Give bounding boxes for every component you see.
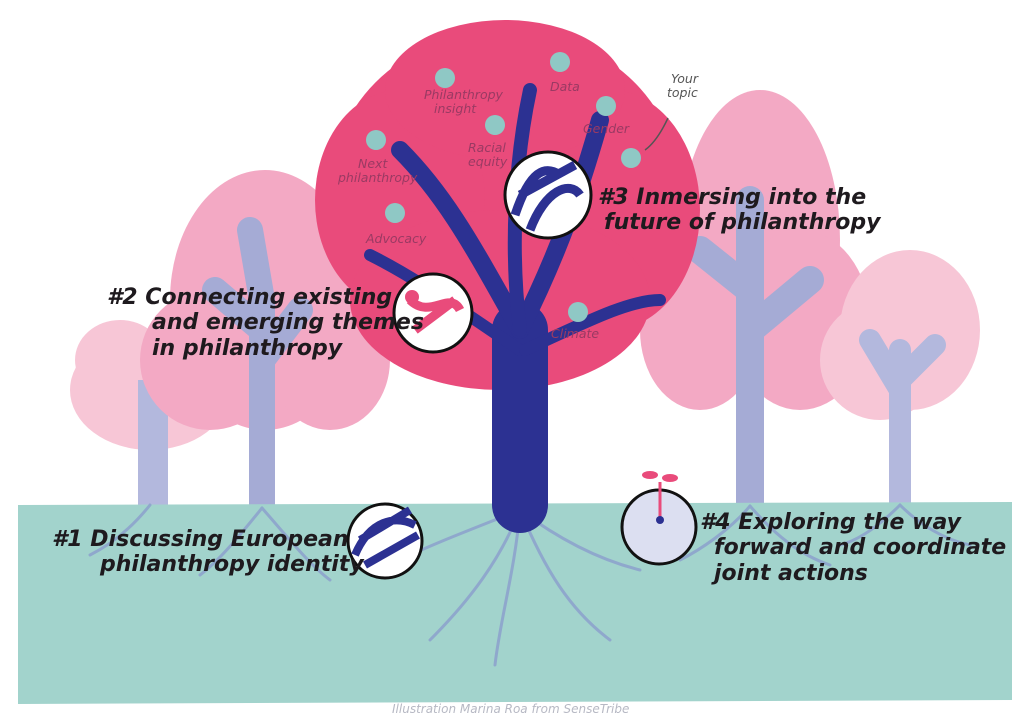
stage-4-line2: forward and coordinate bbox=[714, 535, 1007, 561]
stage-3-label: #3 Inmersing into the future of philanth… bbox=[598, 185, 880, 236]
stage-2-line2: and emerging themes bbox=[152, 310, 424, 336]
stage-2-circle bbox=[392, 272, 474, 354]
topic-your-topic: Your topic bbox=[667, 72, 698, 100]
stage-1-line1: Discussing European bbox=[90, 527, 349, 552]
apples bbox=[366, 52, 641, 322]
stage-4-line1: Exploring the way bbox=[738, 510, 961, 535]
main-tree-trunk bbox=[364, 83, 666, 533]
topic-next-line1: Next bbox=[358, 156, 388, 171]
stage-4-circle bbox=[620, 471, 698, 566]
stage-4-number: #4 bbox=[700, 510, 731, 535]
topic-racial-line1: Racial bbox=[468, 140, 506, 155]
your-topic-arrow bbox=[644, 117, 669, 151]
ground bbox=[18, 502, 1012, 704]
stage-1-number: #1 bbox=[52, 527, 83, 552]
stage-1-label: #1 Discussing European philanthropy iden… bbox=[52, 527, 364, 578]
topic-climate: Climate bbox=[551, 326, 600, 341]
topic-next-line2: philanthropy bbox=[338, 169, 418, 185]
topic-your-line1: Your bbox=[671, 71, 698, 86]
stage-3-number: #3 bbox=[598, 185, 629, 210]
topic-philanthropy-insight: Philanthropy insight bbox=[424, 88, 503, 116]
main-tree-canopy bbox=[315, 20, 700, 390]
topic-racial-line2: equity bbox=[468, 153, 508, 169]
topic-next-philanthropy: Next philanthropy bbox=[338, 157, 417, 185]
topic-advocacy: Advocacy bbox=[366, 231, 427, 246]
stage-4-line3: joint actions bbox=[714, 560, 868, 586]
stage-2-line3: in philanthropy bbox=[152, 335, 343, 361]
background-tree-left bbox=[140, 170, 390, 523]
topic-philanthropy-insight-line1: Philanthropy bbox=[424, 87, 503, 102]
stage-2-number: #2 bbox=[107, 285, 138, 310]
stage-3-line1: Inmersing into the bbox=[636, 185, 867, 210]
topic-gender: Gender bbox=[583, 121, 630, 136]
stage-3-circle bbox=[503, 150, 593, 240]
stage-1-circle bbox=[346, 502, 424, 580]
stage-2-label: #2 Connecting existing and emerging them… bbox=[107, 285, 424, 361]
stage-4-label: #4 Exploring the way forward and coordin… bbox=[700, 510, 1006, 586]
topic-racial-equity: Racial equity bbox=[468, 141, 507, 169]
background-tree-right-far bbox=[820, 250, 980, 521]
topic-philanthropy-insight-line2: insight bbox=[434, 100, 477, 116]
topic-data: Data bbox=[550, 79, 580, 94]
stage-1-line2: philanthropy identity bbox=[100, 552, 364, 578]
stage-3-line2: future of philanthropy bbox=[604, 210, 881, 236]
illustration-credit: Illustration Marina Roa from SenseTribe bbox=[392, 702, 630, 716]
stage-2-line1: Connecting existing bbox=[145, 285, 393, 310]
topic-your-line2: topic bbox=[667, 84, 698, 100]
